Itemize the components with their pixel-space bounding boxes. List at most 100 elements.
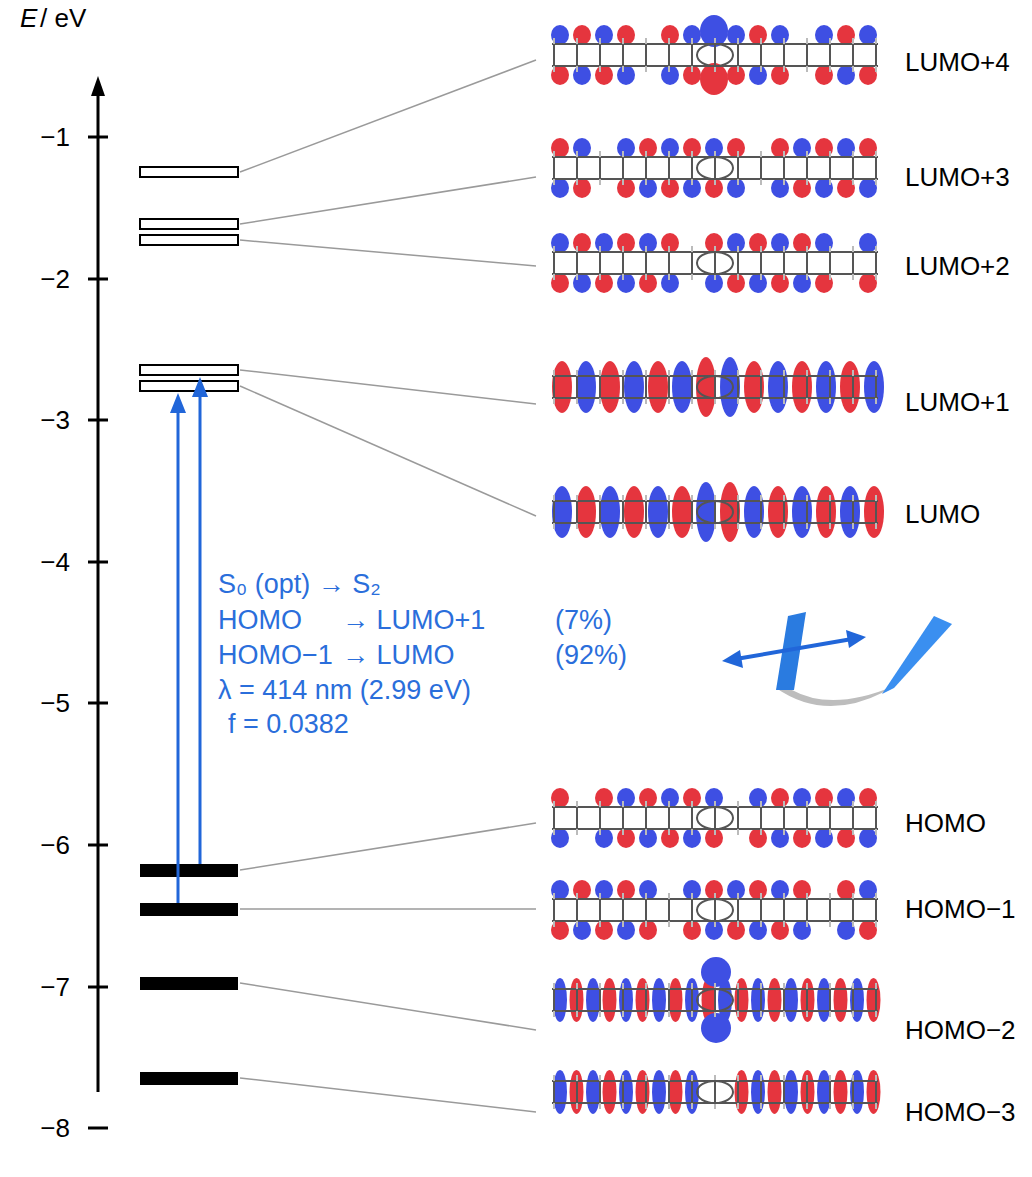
orbital-part — [691, 501, 693, 523]
orbital-part — [737, 893, 739, 899]
orbital-part — [815, 233, 833, 253]
orbital-part — [661, 828, 679, 848]
orbital-part — [668, 376, 670, 398]
orbital-part — [645, 179, 647, 185]
orbital-part — [639, 920, 657, 940]
orbital-part — [617, 233, 635, 253]
orbital-part — [714, 899, 716, 921]
orbital-part — [744, 361, 764, 413]
orbital-part — [669, 978, 683, 1022]
orbital-part — [668, 893, 670, 899]
orbital-part — [737, 157, 739, 179]
orbital-part — [771, 880, 789, 900]
orbital-part — [875, 274, 877, 280]
orbital-label: LUMO+3 — [905, 164, 1010, 190]
orbital-part — [837, 25, 855, 45]
orbital-part — [760, 274, 762, 280]
axis-ticks — [88, 137, 108, 1128]
orbital-part — [652, 978, 666, 1022]
orbital-part — [668, 252, 670, 274]
orbital-part — [624, 486, 644, 538]
orbital-part — [760, 44, 762, 66]
orbital-part — [617, 65, 635, 85]
orbital-part — [636, 978, 650, 1022]
orbital-part — [749, 273, 767, 293]
orbital-part — [551, 788, 569, 808]
orbital-part — [801, 1070, 815, 1114]
orbital-part — [705, 178, 723, 198]
orbital-part — [859, 880, 877, 900]
orbital-part — [697, 989, 733, 1011]
orbital-part — [859, 788, 877, 808]
orbital-part — [760, 252, 762, 274]
tick-label: −8 — [40, 1115, 70, 1141]
orbital-part — [806, 252, 808, 274]
orbital-part — [683, 138, 701, 158]
orbital-label: HOMO — [905, 810, 986, 836]
orbital-part — [553, 38, 555, 44]
orbital-part — [735, 978, 749, 1022]
transition-note: (7%) — [555, 607, 612, 634]
orbital-part — [760, 157, 762, 179]
orbital-part — [714, 376, 716, 398]
orbital-part — [645, 157, 647, 179]
orbital-part — [622, 893, 624, 899]
orbital-part — [576, 893, 578, 899]
orbital-part — [570, 978, 584, 1022]
orbital-part — [783, 179, 785, 185]
orbital-part — [771, 273, 789, 293]
orbital-lobes — [551, 880, 877, 940]
tick-label: −3 — [40, 407, 70, 433]
orbital-part — [771, 138, 789, 158]
orbital-part — [619, 1070, 633, 1114]
orbital-part — [840, 486, 860, 538]
orbital-part — [599, 899, 601, 921]
orbital-part — [875, 495, 877, 501]
orbital-part — [852, 157, 854, 179]
orbital-part — [806, 1081, 808, 1103]
orbital-part — [850, 1070, 864, 1114]
orbital-part — [852, 179, 854, 185]
orbital-part — [737, 801, 739, 807]
orbital-part — [599, 38, 601, 44]
molecule-skeleton — [552, 370, 878, 404]
orbital-part — [806, 274, 808, 280]
orbital-part — [875, 398, 877, 404]
orbital-part — [737, 829, 739, 835]
orbital-part — [714, 157, 716, 179]
orbital-part — [617, 788, 635, 808]
orbital-part — [668, 921, 670, 927]
orbital-part — [553, 1075, 555, 1081]
orbital-part — [576, 486, 596, 538]
orbital-part — [691, 376, 693, 398]
orbital-part — [714, 501, 716, 523]
orbital-part — [875, 38, 877, 44]
orbital-part — [875, 1075, 877, 1081]
orbital-part — [875, 899, 877, 921]
orbital-part — [875, 989, 877, 1011]
orbital-label: HOMO−3 — [905, 1099, 1016, 1125]
orbital-part — [852, 989, 854, 1011]
orbital-part — [668, 66, 670, 72]
orbital-plot — [551, 15, 878, 95]
orbital-part — [553, 829, 555, 835]
molecule-skeleton — [552, 1075, 878, 1109]
orbital-part — [691, 66, 693, 72]
orbital-part — [875, 66, 877, 72]
orbital-part — [576, 1103, 578, 1109]
orbital-part — [852, 370, 854, 376]
orbital-part — [668, 38, 670, 44]
orbital-part — [645, 1103, 647, 1109]
orbital-part — [645, 523, 647, 529]
orbital-part — [668, 179, 670, 185]
orbital-part — [816, 361, 836, 413]
orbital-part — [806, 893, 808, 899]
orbital-part — [668, 807, 670, 829]
orbital-part — [783, 501, 785, 523]
tick-label: −4 — [40, 549, 70, 575]
orbital-part — [859, 178, 877, 198]
orbital-part — [617, 880, 635, 900]
orbital-part — [691, 151, 693, 157]
orbital-part — [783, 1081, 785, 1103]
orbital-part — [553, 1081, 555, 1103]
